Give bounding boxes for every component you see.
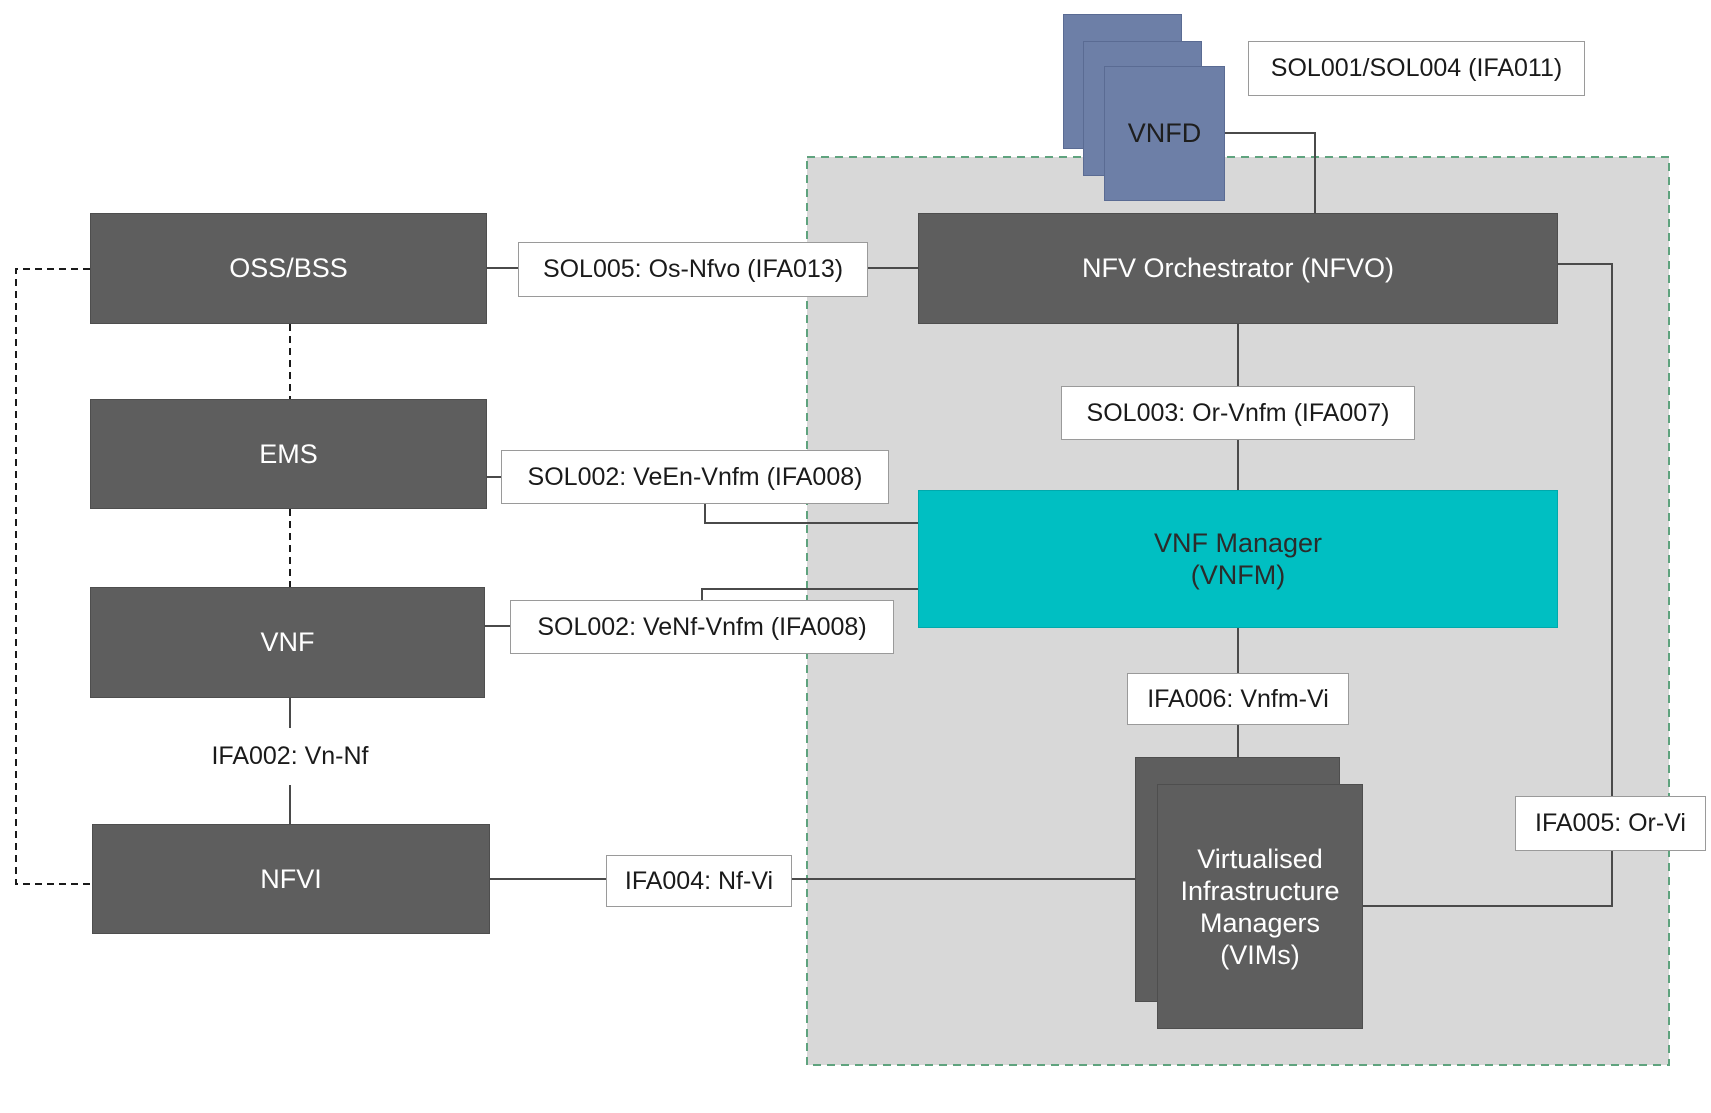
vim-label-line1: Virtualised <box>1197 843 1323 874</box>
vim-label-line3: Managers <box>1199 907 1321 938</box>
oss-to-nfvi-dashed-line <box>15 268 92 885</box>
sol002-veen-interface-label: SOL002: VeEn-Vnfm (IFA008) <box>501 450 889 504</box>
vnfm-label-line2: (VNFM) <box>1190 560 1286 590</box>
vnfd-to-nfvo-line <box>1225 132 1316 213</box>
nfvo-label: NFV Orchestrator (NFVO) <box>1081 253 1395 283</box>
vim-label-line4: (VIMs) <box>1220 939 1300 970</box>
ems-node: EMS <box>90 399 487 509</box>
ifa004-interface-label: IFA004: Nf-Vi <box>606 855 792 907</box>
vim-node: Virtualised Infrastructure Managers (VIM… <box>1157 784 1363 1029</box>
ifa002-interface-label: IFA002: Vn-Nf <box>200 728 380 785</box>
vim-label-line2: Infrastructure <box>1180 875 1340 906</box>
ifa005-interface-label: IFA005: Or-Vi <box>1515 796 1706 851</box>
ems-label: EMS <box>259 438 318 469</box>
sol002-venf-interface-label: SOL002: VeNf-Vnfm (IFA008) <box>510 600 894 654</box>
vnfd-label: VNFD <box>1127 118 1202 148</box>
ifa006-interface-label: IFA006: Vnfm-Vi <box>1127 673 1349 725</box>
sol003-interface-label: SOL003: Or-Vnfm (IFA007) <box>1061 386 1415 440</box>
vnf-node: VNF <box>90 587 485 698</box>
nfvo-node: NFV Orchestrator (NFVO) <box>918 213 1558 324</box>
vnfm-node: VNF Manager (VNFM) <box>918 490 1558 628</box>
sol001-interface-label: SOL001/SOL004 (IFA011) <box>1248 41 1585 96</box>
sol002-veen-to-vnfm-line <box>704 502 918 524</box>
sol005-interface-label: SOL005: Os-Nfvo (IFA013) <box>518 242 868 297</box>
sol002-venf-to-vnfm-line <box>701 588 918 602</box>
vnf-label: VNF <box>260 627 315 657</box>
oss-bss-node: OSS/BSS <box>90 213 487 324</box>
oss-bss-label: OSS/BSS <box>229 253 348 283</box>
nfvi-node: NFVI <box>92 824 490 934</box>
vnfm-label-line1: VNF Manager <box>1153 528 1323 558</box>
vnfd-node: VNFD <box>1104 66 1225 201</box>
ifa005-to-vim-line <box>1363 851 1613 907</box>
nfvi-label: NFVI <box>260 863 322 894</box>
nfvo-to-ifa005-line <box>1558 263 1613 796</box>
